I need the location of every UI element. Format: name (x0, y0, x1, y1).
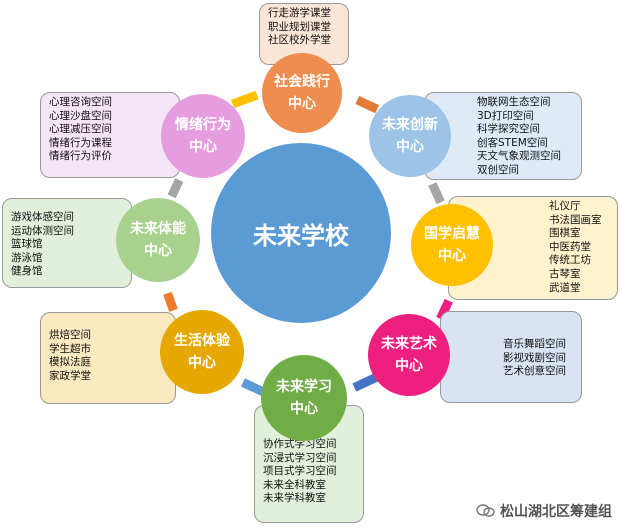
hub-guoxue-line1: 国学启慧 (424, 226, 480, 242)
connector-bar (163, 291, 178, 312)
shehui-item: 职业规划课堂 (268, 20, 331, 33)
hub-qingxu-line2: 中心 (189, 139, 217, 155)
tineng-item: 健身馆 (11, 265, 43, 278)
qingxu-item: 情绪行为课程 (49, 136, 112, 149)
watermark: 松山湖北区筹建组 (476, 501, 612, 521)
hub-tineng-line1: 未来体能 (130, 221, 186, 237)
qingxu-item: 心理沙盘空间 (49, 109, 112, 122)
qingxu-items-box: 心理咨询空间心理沙盘空间心理减压空间情绪行为课程情绪行为评价 (40, 92, 180, 178)
guoxue-item: 传统工坊 (549, 254, 591, 267)
shehui-item: 社区校外学堂 (268, 34, 331, 47)
xuexi-item: 沉浸式学习空间 (263, 451, 337, 464)
hub-chuangxin-line1: 未来创新 (382, 117, 438, 133)
chuangxin-item: 创客STEM空间 (477, 136, 548, 149)
tineng-item: 运动体测空间 (11, 224, 74, 237)
yishu-items-box: 音乐舞蹈空间影视戏剧空间艺术创意空间 (440, 311, 582, 403)
tineng-item: 游戏体感空间 (11, 211, 74, 223)
center-label: 未来学校 (253, 221, 349, 250)
shenghuo-item: 家政学堂 (49, 369, 91, 382)
hub-xuexi-line1: 未来学习 (276, 379, 332, 395)
connector-bar (167, 178, 184, 199)
tineng-item: 篮球馆 (11, 238, 43, 251)
guoxue-item: 武道堂 (549, 281, 581, 294)
hub-shehui-line2: 中心 (288, 96, 316, 112)
center-circle: 未来学校 (211, 143, 391, 323)
chuangxin-item: 天文气象观测空间 (477, 150, 561, 163)
shenghuo-item: 烘焙空间 (49, 329, 91, 341)
yishu-item: 影视戏剧空间 (503, 351, 566, 364)
hub-tineng-line2: 中心 (144, 243, 172, 259)
hub-shenghuo-line1: 生活体验 (174, 333, 230, 349)
watermark-text: 松山湖北区筹建组 (500, 504, 612, 520)
guoxue-item: 古琴室 (549, 267, 581, 280)
yishu-item: 音乐舞蹈空间 (503, 338, 566, 350)
chuangxin-item: 3D打印空间 (477, 109, 534, 122)
hub-shenghuo-line2: 中心 (188, 355, 216, 371)
xuexi-item: 项目式学习空间 (263, 465, 337, 478)
guoxue-item: 礼仪厅 (549, 200, 581, 212)
hub-qingxu-line1: 情绪行为 (175, 117, 231, 133)
shenghuo-items-box: 烘焙空间学生超市模拟法庭家政学堂 (40, 312, 176, 404)
chuangxin-item: 物联网生态空间 (477, 96, 551, 108)
hub-chuangxin-circle: 未来创新中心 (369, 95, 451, 177)
chuangxin-item: 科学探究空间 (477, 123, 540, 136)
qingxu-item: 心理咨询空间 (49, 96, 112, 108)
connector-bar (428, 182, 445, 205)
hub-yishu-line2: 中心 (395, 358, 423, 374)
hub-chuangxin-line2: 中心 (396, 139, 424, 155)
hub-qingxu-circle: 情绪行为中心 (161, 94, 245, 178)
guoxue-item: 围棋室 (549, 227, 581, 240)
hub-tineng-circle: 未来体能中心 (116, 198, 200, 282)
wechat-icon (476, 504, 496, 518)
xuexi-item: 未来学科教室 (263, 492, 326, 505)
xuexi-item: 未来全科教室 (263, 478, 326, 491)
hub-yishu-circle: 未来艺术中心 (368, 314, 450, 396)
xuexi-item: 协作式学习空间 (263, 438, 337, 450)
connector-bar (355, 95, 380, 114)
shenghuo-item: 学生超市 (49, 342, 91, 355)
hub-xuexi-circle: 未来学习中心 (261, 355, 347, 441)
hub-shehui-circle: 社会践行中心 (262, 53, 342, 133)
tineng-item: 游泳馆 (11, 251, 43, 264)
guoxue-item: 中医药堂 (549, 240, 591, 253)
hub-guoxue-circle: 国学启慧中心 (411, 204, 493, 286)
connector-bar (241, 378, 267, 397)
tineng-items-box: 游戏体感空间运动体测空间篮球馆游泳馆健身馆 (2, 198, 132, 288)
qingxu-item: 情绪行为评价 (49, 150, 112, 163)
connector-bar (352, 373, 378, 392)
hub-yishu-line1: 未来艺术 (381, 336, 437, 352)
guoxue-item: 书法国画室 (549, 213, 602, 226)
yishu-item: 艺术创意空间 (503, 365, 566, 378)
chuangxin-item: 双创空间 (477, 163, 519, 176)
shehui-item: 行走游学课堂 (268, 7, 331, 19)
hub-guoxue-line2: 中心 (438, 248, 466, 264)
hub-xuexi-line2: 中心 (290, 401, 318, 417)
qingxu-item: 心理减压空间 (49, 123, 112, 136)
hub-shenghuo-circle: 生活体验中心 (160, 310, 244, 394)
hub-shehui-line1: 社会践行 (274, 74, 330, 90)
connector-bar (231, 90, 259, 109)
shenghuo-item: 模拟法庭 (49, 356, 91, 369)
